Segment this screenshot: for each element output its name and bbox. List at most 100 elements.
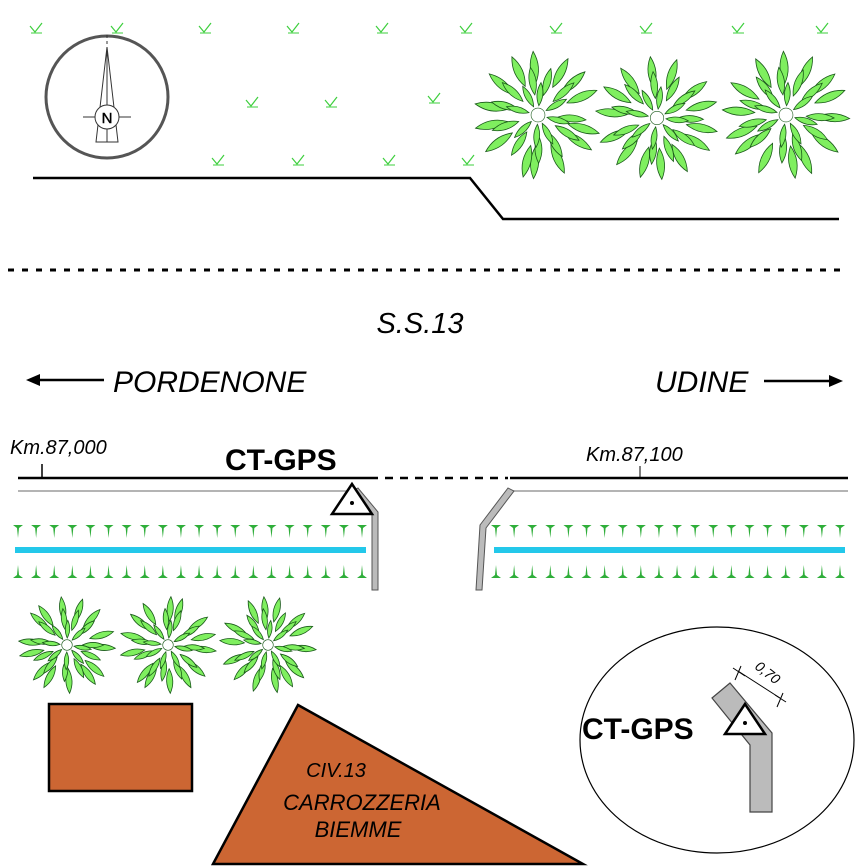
hedge-plant-icon [509,525,520,538]
hedge-plant-icon [653,565,664,578]
building-rectangle [47,702,194,793]
hedge-plant-icon [13,565,23,578]
hedge-plant-icon [835,565,845,578]
hedge-plant-icon [599,565,610,578]
hedge-plant-icon [563,565,574,578]
hedge-plant-icon [139,565,150,578]
tree-icon [17,596,117,695]
grass-tick-icon [198,22,212,34]
tree-row-bottom [17,595,318,695]
hedge-plant-icon [85,525,96,538]
hedge-plant-icon [103,565,114,578]
inset-ct-gps-label: CT-GPS [582,713,694,746]
building-line-1: CIV.13 [306,760,366,782]
tree-icon [218,595,318,694]
ct-gps-label: CT-GPS [225,444,337,477]
hedge-plant-icon [67,525,78,538]
hedge-plant-icon [230,565,241,578]
guardrail-detail [711,682,773,813]
boundary-line-north [33,176,839,221]
tree-icon [119,595,217,695]
hedge-plant-icon [672,565,683,578]
hedge-plant-icon [49,525,60,538]
direction-right-label: UDINE [655,366,749,399]
hedge-plant-icon [357,525,367,538]
km-marker-87100: Km.87,100 [586,444,683,466]
tree-icon [474,50,600,180]
hedge-plant-icon [798,525,809,538]
hedge-plant-icon [599,525,610,538]
hedge-plant-icon [31,525,42,538]
hedge-plant-icon [357,565,367,578]
hedge-plant-icon [762,565,773,578]
grass-tick-icon [29,22,43,34]
hedge-plant-icon [581,525,592,538]
hedge-plant-icon [284,525,295,538]
hedge-plant-icon [266,525,277,538]
hedge-plant-icon [545,565,556,578]
hedge-plant-icon [780,565,791,578]
hedge-plant-icon [690,525,701,538]
grass-tick-icon [375,22,389,34]
arrow-left-icon [26,374,40,386]
hedge-plant-icon [302,565,313,578]
hedge-plant-icon [248,525,259,538]
hedge-plant-icon [617,525,628,538]
hedge-plant-icon [338,525,349,538]
north-arrow-icon [83,35,131,143]
hedge-plant-icon [266,565,277,578]
hedge-plant-icon [157,565,168,578]
hedge-plant-icon [527,565,538,578]
grass-tick-icon [549,22,563,34]
hedge-plant-icon [635,525,646,538]
grass-tick-icon [291,154,305,166]
grass-tick-icon [382,154,396,166]
grass-tick-icon [324,96,338,108]
hedge-plant-icon [527,525,538,538]
hedge-plant-icon [491,565,501,578]
hedge-plant-icon [798,565,809,578]
road-name: S.S.13 [376,308,463,340]
hedge-plant-icon [320,565,331,578]
grass-tick-icon [461,154,475,166]
hedge-plant-icon [139,525,150,538]
hedge-plant-icon [175,525,186,538]
hedge-plant-icon [302,525,313,538]
hedge-plant-icon [635,565,646,578]
hedge-plant-icon [230,525,241,538]
hedge-plant-icon [121,565,132,578]
hedge-plant-icon [744,565,755,578]
hedge-plant-icon [563,525,574,538]
grass-tick-icon [110,22,124,34]
detail-inset: 0,70 CT-GPS [579,626,855,854]
hedge-plant-icon [762,525,773,538]
hedge-plant-icon [248,565,259,578]
hedge-plant-icon [103,525,114,538]
hedge-plant-icon [690,565,701,578]
hedge-plant-icon [175,565,186,578]
guardrail-right [475,487,515,591]
hedge-plant-icon [509,565,520,578]
compass-rose: N [44,34,170,160]
hedge-plant-icon [672,525,683,538]
hedge-plant-icon [816,565,827,578]
hedge-plant-icon [816,525,827,538]
hedge-plant-icon [338,565,349,578]
grass-tick-icon [459,22,473,34]
hedge-plant-icon [835,525,845,538]
north-label: N [102,110,113,127]
building-line-3: BIEMME [315,817,402,842]
tree-row-top [474,50,851,181]
grass-tick-icon [731,22,745,34]
hedge-plant-icon [49,565,60,578]
hedge-plant-icon [31,565,42,578]
direction-right: UDINE [655,366,843,399]
hedge-plant-icon [85,565,96,578]
hedge-plant-icon [653,525,664,538]
hedge-plant-icon [708,525,719,538]
hedge-plant-icon [194,565,205,578]
survey-point-icon-detail [722,701,768,736]
direction-left-label: PORDENONE [113,366,307,399]
grass-ticks [29,22,829,166]
